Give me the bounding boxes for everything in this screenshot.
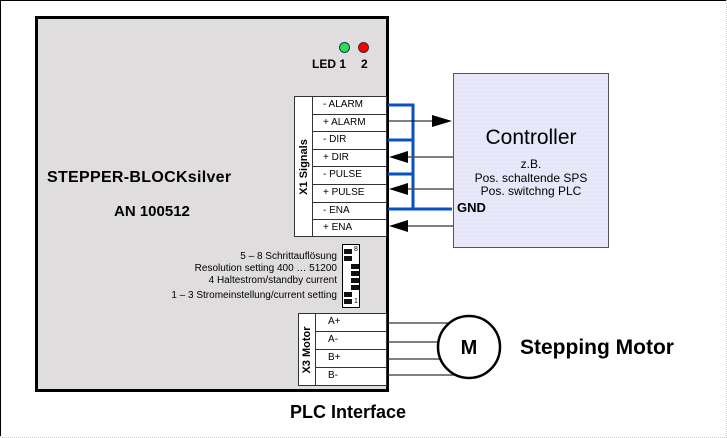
diagram-caption: PLC Interface (290, 402, 407, 422)
dip-switch-4 (351, 278, 359, 283)
x3-motor-connector: X3 Motor A+ A- B+ B- (298, 313, 387, 386)
dip-switch-8 (344, 249, 352, 254)
x1-signals-connector: X1 Signals - ALARM + ALARM - DIR + DIR -… (294, 96, 387, 237)
dip-switch-7 (344, 256, 352, 261)
alarm-arrow-icon (432, 115, 452, 127)
x1-pin-dir-minus: - DIR (313, 132, 386, 150)
led-2-icon (358, 42, 369, 53)
dip-switch-2 (344, 292, 352, 297)
x1-pin-ena-minus: - ENA (313, 203, 386, 221)
dip-description-4: 1 – 3 Stromeinstellung/current setting (171, 290, 337, 301)
x3-label-cell: X3 Motor (299, 314, 316, 385)
controller-line-1: z.B. (520, 157, 542, 171)
gnd-label: GND (457, 200, 486, 215)
dip-description-3: 4 Haltestrom/standby current (208, 275, 337, 286)
x3-pin-b-minus: B- (328, 370, 338, 381)
dip-switch-3 (351, 285, 359, 290)
dip-switch-1 (344, 299, 352, 304)
dip-switch-6 (351, 264, 359, 269)
dip-switch: 8 1 (342, 244, 360, 308)
motor-symbol-icon (436, 314, 502, 380)
controller-box: Controller z.B. Pos. schaltende SPS Pos.… (453, 73, 609, 248)
x1-pin-alarm-minus: - ALARM (313, 97, 386, 115)
motor-wires (388, 322, 455, 376)
x1-pin-pulse-plus: + PULSE (313, 185, 386, 203)
led-label-2: 2 (361, 57, 368, 71)
motor-label: Stepping Motor (520, 336, 674, 359)
dip-description-2: Resolution setting 400 … 51200 (194, 263, 337, 274)
device-part-number: AN 100512 (114, 203, 190, 220)
x1-label-cell: X1 Signals (295, 97, 313, 236)
x3-pin-a-plus: A+ (316, 314, 386, 332)
led-label: LED 1 (312, 57, 347, 71)
controller-line-3: Pos. switchng PLC (480, 184, 582, 198)
led-1-icon (339, 42, 350, 53)
x1-pin-alarm-plus: + ALARM (313, 115, 386, 133)
x3-pin-b-plus: B+ (316, 350, 386, 368)
dir-arrow-icon (389, 151, 408, 163)
pulse-arrow-icon (389, 183, 408, 195)
device-name: STEPPER-BLOCKsilver (47, 169, 232, 186)
ena-arrow-icon (389, 220, 408, 232)
x1-pin-dir-plus: + DIR (313, 150, 386, 168)
controller-line-2: Pos. schaltende SPS (474, 171, 588, 185)
x1-pin-pulse-minus: - PULSE (313, 167, 386, 185)
dip-number-top: 8 (354, 246, 358, 253)
motor-symbol-text: M (461, 337, 478, 359)
x1-pin-ena-plus: + ENA (323, 222, 353, 234)
x3-pin-a-minus: A- (316, 332, 386, 350)
controller-title: Controller (485, 126, 577, 149)
dip-number-bottom: 1 (354, 298, 358, 305)
dip-switch-5 (351, 271, 359, 276)
dip-description-1: 5 – 8 Schrittauflösung (240, 251, 337, 262)
